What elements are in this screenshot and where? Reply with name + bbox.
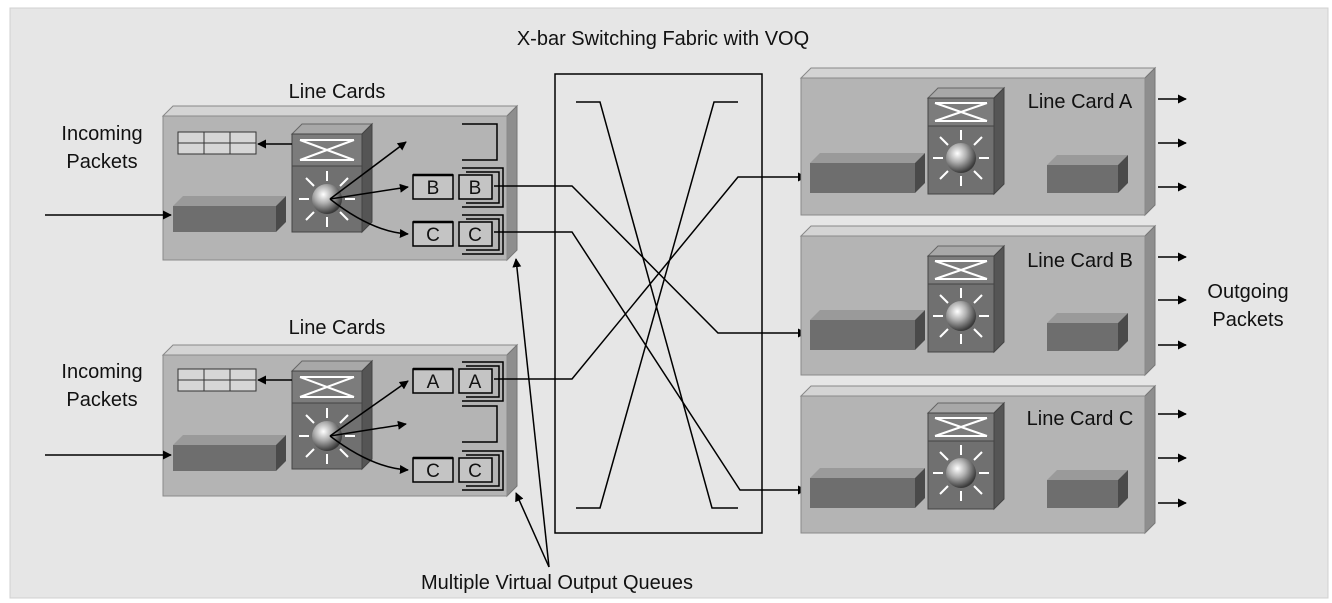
incoming-packets-label: Incoming	[61, 361, 142, 383]
voq-queue-box: C	[458, 457, 493, 483]
fabric-connections	[494, 172, 807, 495]
incoming-packets-label: Incoming	[61, 123, 142, 145]
left-line-card-top: B B C C Line Cards Incoming Packets	[45, 81, 519, 262]
queue-label: C	[468, 461, 482, 482]
small-port-block	[1047, 313, 1128, 351]
output-buffer-block	[810, 310, 925, 350]
left-line-card-bottom: A A C C Line Cards Incoming Packets	[45, 317, 519, 498]
right-line-card-b: Line Card B	[799, 224, 1187, 377]
queue-label: C	[426, 225, 440, 246]
diagram-title: X-bar Switching Fabric with VOQ	[517, 28, 809, 50]
incoming-packets-label: Packets	[66, 389, 137, 411]
voq-pointer-arrows	[512, 258, 550, 568]
voq-label: Multiple Virtual Output Queues	[421, 572, 693, 594]
line-card-label: Line Card C	[1027, 408, 1134, 430]
voq-queue-box: A	[458, 368, 493, 394]
line-card-label: Line Card A	[1028, 91, 1133, 113]
line-card-label: Line Card B	[1027, 250, 1133, 272]
switch-router-icon	[290, 122, 374, 234]
line-cards-label: Line Cards	[289, 317, 386, 339]
queue-label: C	[426, 461, 440, 482]
table-icon	[177, 131, 257, 155]
voq-queue-box: A	[412, 367, 454, 394]
small-port-block	[1047, 155, 1128, 193]
switch-router-icon	[290, 359, 374, 471]
voq-queue-box: C	[412, 220, 454, 247]
output-buffer-block	[810, 468, 925, 508]
input-buffer-block	[173, 196, 286, 232]
queue-label: A	[427, 372, 440, 393]
outgoing-packets-label: Packets	[1212, 309, 1283, 331]
voq-queue-box: C	[458, 221, 493, 247]
switch-router-icon	[926, 244, 1006, 354]
switch-router-icon	[926, 401, 1006, 511]
incoming-packets-label: Packets	[66, 151, 137, 173]
queue-label: A	[469, 372, 482, 393]
voq-queue-box: B	[458, 174, 493, 200]
crossbar-fabric	[554, 73, 763, 534]
queue-label: B	[427, 178, 440, 199]
right-line-card-c: Line Card C	[799, 384, 1187, 535]
table-icon	[177, 368, 257, 392]
switch-router-icon	[926, 86, 1006, 196]
input-buffer-block	[173, 435, 286, 471]
line-cards-label: Line Cards	[289, 81, 386, 103]
right-line-card-a: Line Card A	[799, 66, 1187, 217]
queue-label: C	[468, 225, 482, 246]
outgoing-packets-label: Outgoing	[1207, 281, 1288, 303]
queue-label: B	[469, 178, 482, 199]
small-port-block	[1047, 470, 1128, 508]
voq-queue-box: C	[412, 456, 454, 483]
output-buffer-block	[810, 153, 925, 193]
voq-queue-box: B	[412, 173, 454, 200]
